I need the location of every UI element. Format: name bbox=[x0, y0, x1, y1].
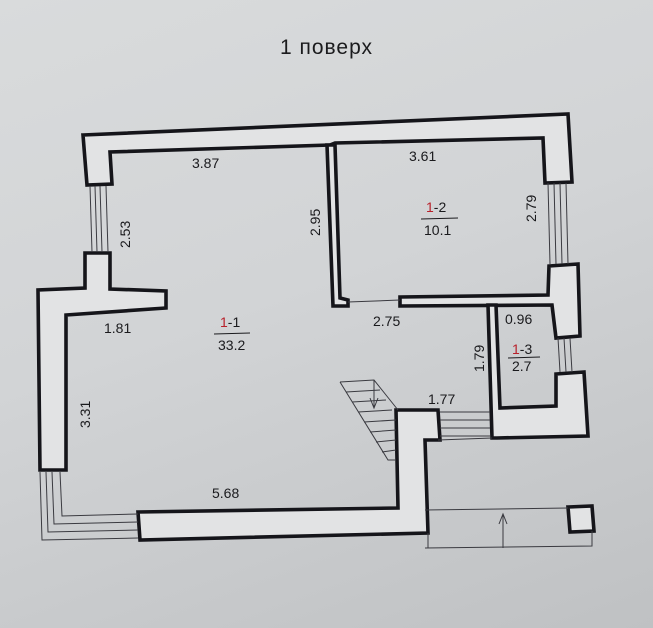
room-label-2: 1-2 10.1 bbox=[420, 199, 459, 238]
room-3-divider bbox=[507, 356, 541, 359]
corridor-wall bbox=[398, 262, 582, 340]
left-upper-wall bbox=[36, 251, 168, 472]
room-1-id-prefix: 1 bbox=[220, 314, 228, 330]
dimension-labels: 3.87 3.61 2.53 2.95 2.79 1.81 2.75 0.96 … bbox=[77, 148, 539, 501]
top-wall bbox=[81, 112, 574, 187]
dim-small-width: 0.96 bbox=[505, 311, 532, 327]
staircase bbox=[339, 379, 399, 461]
entrance-outline bbox=[424, 437, 593, 549]
dim-bottom: 5.68 bbox=[212, 485, 239, 501]
bottom-wall bbox=[136, 408, 442, 542]
room-3-area: 2.7 bbox=[512, 358, 532, 374]
dim-small-height: 1.79 bbox=[471, 345, 487, 372]
entrance-steps bbox=[440, 411, 490, 437]
window-small-room bbox=[557, 337, 573, 373]
room-3-id-suffix: -3 bbox=[520, 341, 533, 357]
dim-left-lower: 3.31 bbox=[77, 401, 93, 428]
room-2-id-prefix: 1 bbox=[426, 199, 434, 215]
stair-arrow bbox=[369, 380, 379, 410]
walls bbox=[36, 112, 596, 542]
room-1-id: 1-1 bbox=[220, 314, 240, 330]
room-2-id-suffix: -2 bbox=[434, 199, 447, 215]
dim-stair-width: 1.77 bbox=[428, 391, 455, 407]
room-1-id-suffix: -1 bbox=[228, 314, 241, 330]
window-left-upper bbox=[89, 185, 109, 253]
entrance-arrow bbox=[498, 512, 508, 548]
room-2-area: 10.1 bbox=[424, 222, 451, 238]
stair-steps bbox=[345, 389, 397, 453]
dim-center-wall: 2.95 bbox=[307, 209, 323, 236]
room-1-divider bbox=[213, 332, 251, 335]
room-label-1: 1-1 33.2 bbox=[213, 314, 251, 353]
door-opening-corridor bbox=[347, 299, 401, 303]
room-2-id: 1-2 bbox=[426, 199, 446, 215]
room-1-area: 33.2 bbox=[218, 337, 245, 353]
dim-top-left: 3.87 bbox=[192, 155, 219, 171]
room-2-divider bbox=[420, 217, 459, 220]
bottom-right-block bbox=[566, 504, 596, 534]
windows bbox=[39, 182, 573, 541]
page-title: 1 поверх bbox=[279, 36, 374, 59]
small-room-wall bbox=[486, 303, 590, 440]
center-partition bbox=[325, 143, 350, 308]
dim-top-right: 3.61 bbox=[409, 148, 436, 164]
room-3-id-prefix: 1 bbox=[512, 341, 520, 357]
dim-left-nook: 1.81 bbox=[104, 320, 131, 336]
window-bottom-left bbox=[39, 471, 139, 541]
room-label-3: 1-3 2.7 bbox=[507, 341, 541, 374]
entrance-area bbox=[424, 411, 593, 549]
dim-right-upper: 2.79 bbox=[523, 195, 539, 222]
window-right-upper bbox=[547, 182, 569, 265]
dim-corridor: 2.75 bbox=[373, 313, 400, 329]
room-3-id: 1-3 bbox=[512, 341, 532, 357]
dim-left-upper: 2.53 bbox=[117, 221, 133, 248]
